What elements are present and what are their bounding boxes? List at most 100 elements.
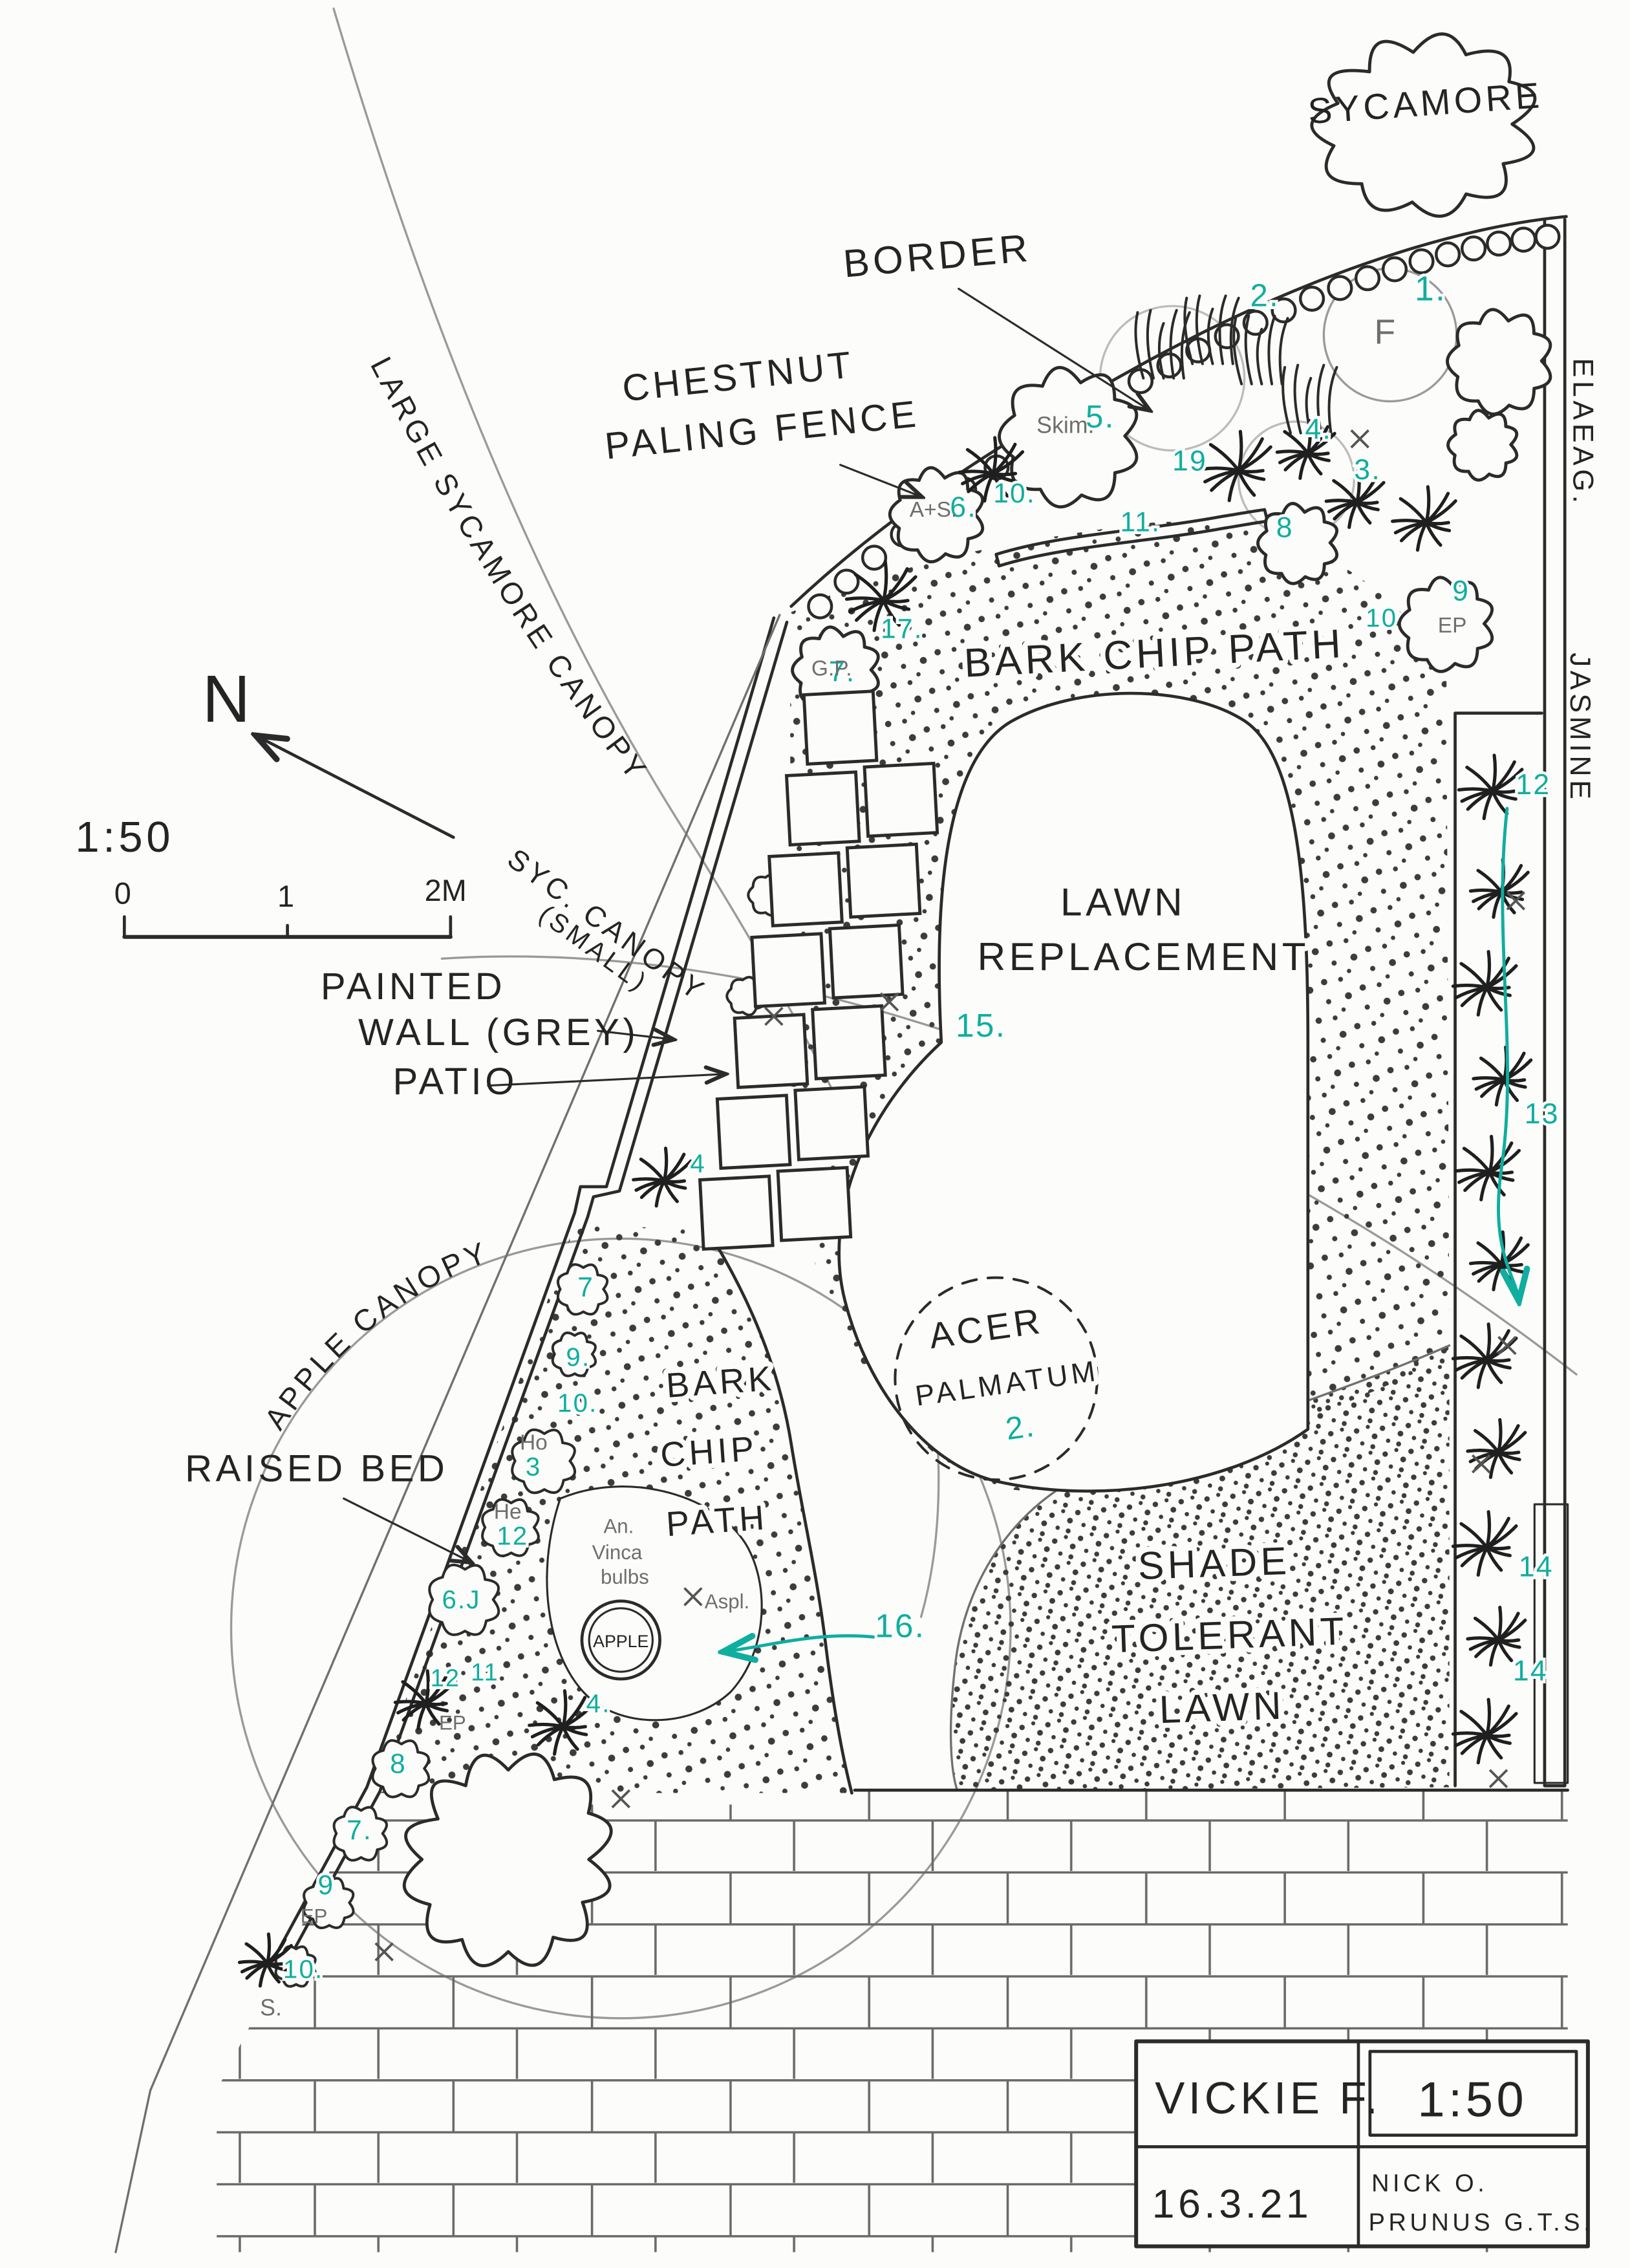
paling-post (1461, 235, 1487, 262)
spiky-plant (1451, 1510, 1518, 1577)
plant-number-marker: 7. (829, 656, 856, 688)
plant-number-marker: 10. (993, 478, 1036, 508)
plant-number-marker: 12 (431, 1665, 461, 1692)
pencil-plant-note: He (494, 1500, 522, 1524)
spiky-plant (1324, 468, 1386, 530)
pencil-x-mark (1506, 891, 1526, 911)
spiky-plant (528, 1689, 594, 1756)
pencil-x-mark (374, 1942, 394, 1961)
pencil-plant-note: Aspl. (705, 1590, 749, 1613)
north-arrow: N (202, 662, 455, 839)
teal-leader-16 (725, 1636, 877, 1651)
spiky-plant (632, 1147, 693, 1208)
plant-number-marker: 11. (1121, 506, 1161, 537)
left-boundary-corner (114, 2089, 152, 2254)
pencil-plant-note: Skim. (1036, 413, 1094, 438)
scale-bar: 1:50 0 1 2M (75, 813, 467, 939)
paling-post (1271, 297, 1297, 324)
raised-bed-shrub-blob (303, 1876, 355, 1930)
plant-number-marker: 3. (1354, 454, 1381, 486)
patio-leader (487, 1074, 725, 1087)
plant-number-marker: 15. (956, 1007, 1006, 1044)
plant-number-marker: 10 (1366, 603, 1397, 632)
border-shrub-blob (1446, 308, 1552, 416)
raised-bed-leader (343, 1497, 471, 1562)
label-apple: APPLE (593, 1632, 649, 1651)
border-shrub-blob (1446, 409, 1519, 482)
pencil-plant-note: S. (260, 1994, 282, 2020)
plant-number-marker: 17. (881, 614, 923, 644)
title-author-2: PRUNUS G.T.S. (1369, 2209, 1594, 2236)
hatched-feature (1533, 1503, 1569, 1784)
paling-post (1354, 265, 1381, 292)
label-tolerant: TOLERANT (1111, 1608, 1348, 1661)
spiky-plants (237, 418, 1533, 1988)
title-date: 16.3.21 (1152, 2181, 1313, 2227)
scale-tick-0: 0 (114, 876, 131, 910)
paling-post (807, 593, 833, 620)
north-arrow-line (257, 736, 455, 839)
patio-paving (698, 689, 939, 1251)
patio-slab (811, 1004, 887, 1081)
plant-number-marker: 10. (283, 1954, 324, 1983)
pencil-x-mark (1471, 1454, 1491, 1474)
plant-number-marker: 16. (875, 1607, 925, 1644)
apple-tree-circle (580, 1599, 661, 1681)
spiky-plant (1466, 1605, 1527, 1667)
plant-number-marker: 8 (390, 1748, 407, 1778)
shade-lawn-labels: SHADE TOLERANT LAWN (1106, 1533, 1353, 1736)
spiky-plant (237, 1932, 293, 1988)
patio-slab (863, 761, 939, 838)
label-bark: BARK (665, 1359, 776, 1405)
sycamore-tree-blob (1310, 32, 1537, 218)
pencil-x-mark (1350, 429, 1369, 449)
raised-bed-shrub-blob (511, 1428, 577, 1495)
spiky-plant (1451, 1322, 1518, 1389)
paling-post (1408, 248, 1435, 275)
plant-number-marker: 1. (1415, 270, 1446, 308)
label-path: PATH (665, 1498, 769, 1544)
plant-number-marker: 9 (1452, 576, 1470, 607)
plant-number-marker: 2. (1250, 278, 1280, 313)
fence-leader (839, 464, 921, 497)
label-jasmine: JASMINE (1564, 653, 1596, 803)
label-patio: PATIO (393, 1061, 518, 1103)
spiky-plant (1391, 485, 1457, 552)
raised-bed-shrub-blob (428, 1563, 500, 1636)
left-boundary-line (149, 614, 781, 2092)
plant-number-marker: 10. (557, 1388, 598, 1418)
title-block-frame (1134, 2039, 1590, 2249)
label-wall-grey: WALL (GREY) (358, 1011, 639, 1053)
plant-number-marker: 6. (950, 491, 977, 523)
scale-tick-2m: 2M (425, 874, 467, 907)
plant-number-marker: 4. (1305, 414, 1332, 446)
patio-slab (802, 689, 879, 766)
plant-number-marker: 4. (586, 1689, 611, 1718)
pencil-plant-note: EP (439, 1711, 466, 1734)
grass-tuft (1232, 314, 1289, 385)
grass-tuft (1281, 363, 1338, 435)
paling-post (1534, 224, 1561, 250)
paling-post (1127, 368, 1153, 394)
plant-number-marker: 8 (1276, 512, 1294, 543)
plant-number-marker: 4 (690, 1149, 706, 1178)
plant-number-marker: 3 (526, 1452, 542, 1481)
pencil-plant-note: EP (1438, 614, 1467, 638)
plant-number-marker: 13 (1525, 1098, 1560, 1130)
paling-post (1435, 241, 1461, 268)
spiky-plant (844, 559, 917, 632)
right-bed-inner-edge (1453, 711, 1543, 1787)
teal-plant-numbers: 1.2.195.4.3.10.6.11.891017.7.1215.13479.… (280, 267, 1561, 1987)
title-scale: 1:50 (1417, 2073, 1527, 2128)
label-shade-lawn: LAWN (1159, 1683, 1285, 1732)
spiky-plant (1457, 753, 1524, 821)
label-acer-number: 2. (1003, 1408, 1037, 1447)
paling-post (1486, 230, 1512, 257)
paling-post (1156, 352, 1183, 379)
paling-post (833, 568, 860, 595)
pencil-x-mark (764, 1006, 784, 1026)
raised-bed-shrub-blob (481, 1498, 540, 1557)
label-raised-bed: RAISED BED (185, 1447, 448, 1489)
plant-number-marker: 5. (1086, 400, 1115, 435)
spiky-plant (393, 1669, 455, 1731)
